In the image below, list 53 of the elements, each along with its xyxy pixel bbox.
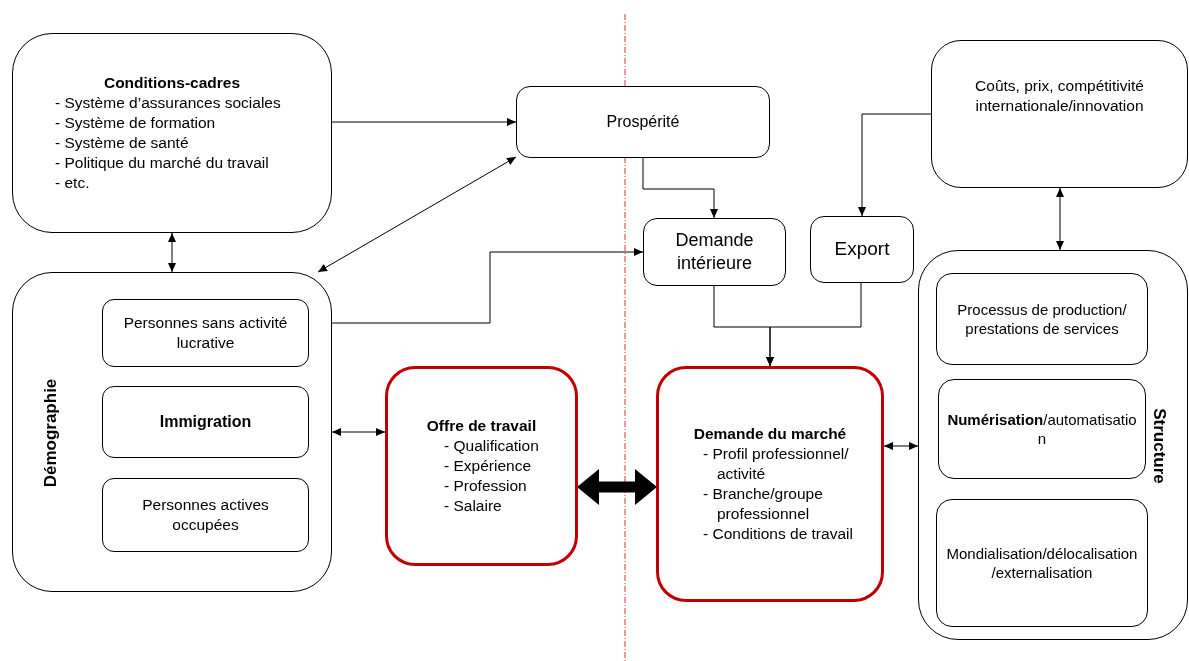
rounded-box — [810, 216, 914, 283]
group-label: Démographie — [40, 378, 61, 488]
heading: Conditions-cadres — [102, 72, 242, 93]
arrow — [883, 442, 919, 450]
rounded-box — [936, 499, 1148, 627]
heading: Offre de travail — [425, 415, 538, 436]
rounded-box — [12, 33, 332, 233]
node-label: Numérisation/automatisation — [947, 409, 1137, 449]
node-label: Prospérité — [606, 111, 680, 132]
node-label: Personnes sans activité lucrative — [122, 312, 289, 353]
heading: Demande du marché — [692, 423, 848, 444]
rounded-box — [102, 386, 309, 458]
list-item: - Système de santé — [54, 133, 190, 153]
rounded-box — [102, 478, 309, 552]
list-item: - Système de formation — [54, 112, 217, 133]
highlighted-box — [656, 366, 884, 602]
group-label: Structure — [1148, 408, 1169, 484]
list-item: - Politique du marché du travail — [54, 153, 270, 174]
arrow — [858, 113, 932, 217]
node-label: Export — [834, 237, 890, 262]
node-label: Mondialisation/délocalisation/externalisation — [945, 543, 1139, 583]
list-item: - Expérience — [443, 455, 532, 476]
list-item: - Branche/groupe professionnel — [702, 484, 824, 525]
rounded-box — [516, 86, 770, 158]
arrow — [331, 248, 644, 324]
node-label: Demande intérieure — [674, 228, 755, 275]
list-item: - Profil professionnel/ activité — [702, 443, 850, 484]
list-item: - Conditions de travail — [702, 524, 854, 545]
node-label: Personnes actives occupées — [141, 494, 270, 535]
group-box — [918, 250, 1188, 640]
group-box — [12, 272, 332, 592]
node-label: Immigration — [159, 411, 252, 432]
arrow — [642, 157, 718, 219]
node-label: Coûts, prix, compétitivité internationale/innovation — [974, 75, 1145, 116]
rounded-box — [643, 218, 786, 286]
arrow — [1056, 187, 1064, 251]
list-item: - Salaire — [443, 496, 503, 517]
rounded-box — [936, 273, 1148, 365]
arrow — [331, 428, 386, 436]
rounded-box — [931, 40, 1188, 188]
arrow — [331, 118, 517, 126]
arrow — [766, 282, 862, 367]
list-item: - Qualification — [443, 435, 540, 456]
list-item: - etc. — [54, 173, 91, 194]
node-label: Processus de production/ prestations de services — [956, 299, 1128, 339]
list-item: - Profession — [443, 476, 528, 497]
arrow — [168, 232, 176, 273]
rounded-box — [938, 379, 1146, 479]
double-arrow — [577, 469, 657, 505]
list-item: - Système d’assurances sociales — [54, 92, 282, 113]
arrow — [317, 156, 517, 273]
rounded-box — [102, 299, 309, 367]
highlighted-box — [385, 366, 578, 566]
